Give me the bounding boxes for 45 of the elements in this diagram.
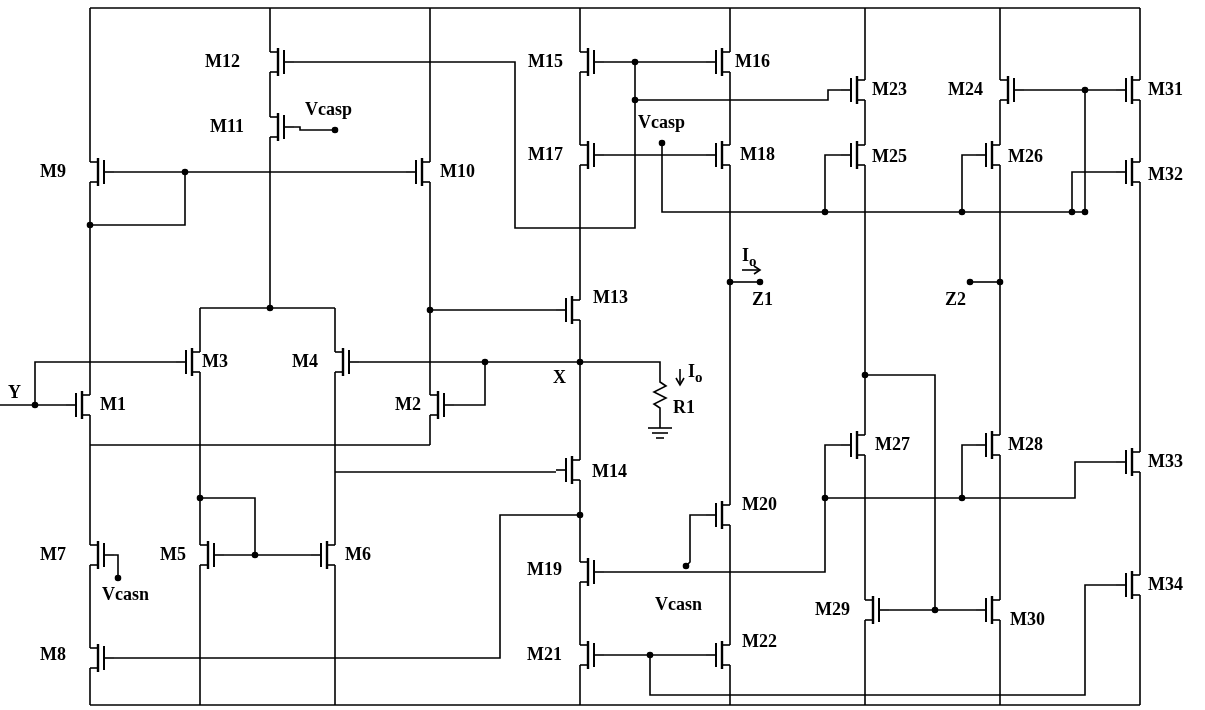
component-label: M16 <box>735 52 770 70</box>
component-label: M26 <box>1008 147 1043 165</box>
component-label: M1 <box>100 395 126 413</box>
component-label: Z1 <box>752 290 773 308</box>
component-label: M34 <box>1148 575 1183 593</box>
component-label: M5 <box>160 545 186 563</box>
component-label: X <box>553 368 566 386</box>
component-label: M15 <box>528 52 563 70</box>
component-label: M21 <box>527 645 562 663</box>
component-label: I$_{o}$ <box>688 362 703 385</box>
component-label: M12 <box>205 52 240 70</box>
component-label: I$_{o}$ <box>742 246 757 269</box>
component-label: Y <box>8 383 21 401</box>
component-label: Vcasp <box>638 113 685 131</box>
component-label: M23 <box>872 80 907 98</box>
component-label: M8 <box>40 645 66 663</box>
component-label: M28 <box>1008 435 1043 453</box>
component-label: Vcasp <box>305 100 352 118</box>
component-label: M13 <box>593 288 628 306</box>
component-label: M32 <box>1148 165 1183 183</box>
component-label: Z2 <box>945 290 966 308</box>
component-label: M17 <box>528 145 563 163</box>
component-label: M11 <box>210 117 244 135</box>
component-label: M2 <box>395 395 421 413</box>
component-label: M6 <box>345 545 371 563</box>
component-label: M25 <box>872 147 907 165</box>
component-label: M30 <box>1010 610 1045 628</box>
component-label: M18 <box>740 145 775 163</box>
component-label: M29 <box>815 600 850 618</box>
component-label: M7 <box>40 545 66 563</box>
component-label: M4 <box>292 352 318 370</box>
component-label: M3 <box>202 352 228 370</box>
component-label: M10 <box>440 162 475 180</box>
component-label: M14 <box>592 462 627 480</box>
component-label: M9 <box>40 162 66 180</box>
component-label: M20 <box>742 495 777 513</box>
component-label: M27 <box>875 435 910 453</box>
component-label: M24 <box>948 80 983 98</box>
component-label: M33 <box>1148 452 1183 470</box>
component-label: M31 <box>1148 80 1183 98</box>
component-label: M22 <box>742 632 777 650</box>
component-label: R1 <box>673 398 695 416</box>
component-label: Vcasn <box>102 585 149 603</box>
component-label: Vcasn <box>655 595 702 613</box>
component-label: M19 <box>527 560 562 578</box>
